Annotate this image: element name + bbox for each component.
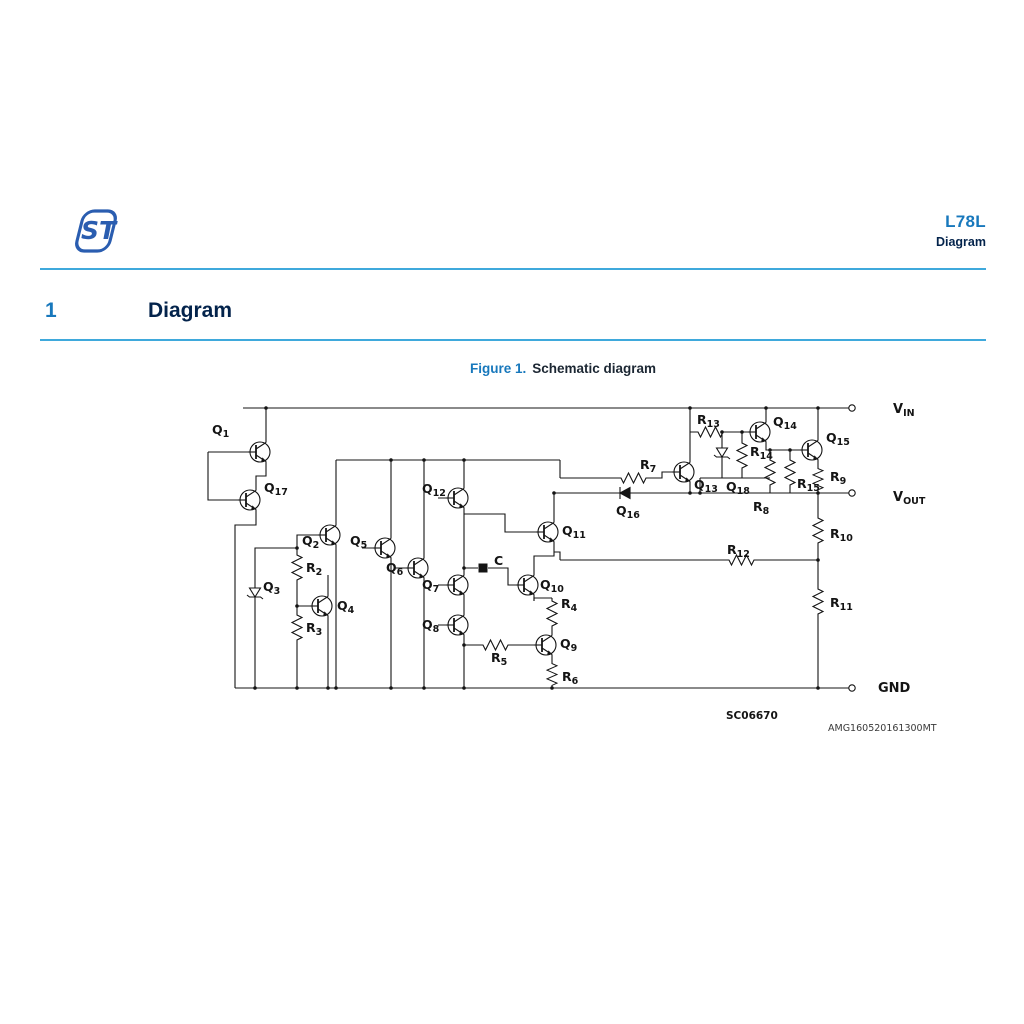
terminal-labels: VIN VOUT GND — [878, 402, 926, 696]
resistor-r3 — [291, 611, 303, 644]
label-q1: Q1 — [212, 422, 229, 440]
header: L78L Diagram — [936, 212, 986, 249]
st-logo-text: ST — [81, 216, 118, 245]
transistor-q1 — [247, 435, 271, 469]
junction-dots — [253, 406, 820, 690]
label-r4: R4 — [561, 596, 578, 614]
label-r9: R9 — [830, 469, 846, 487]
component-labels: Q1 Q17 Q2 Q3 R2 R3 Q4 Q5 Q6 Q12 Q7 C Q8 … — [212, 412, 853, 687]
terminals — [848, 404, 856, 692]
capacitor-c — [478, 563, 488, 573]
label-q15: Q15 — [826, 430, 850, 448]
product-title: L78L — [945, 212, 986, 231]
transistor-q2 — [317, 518, 341, 552]
label-r8: R8 — [753, 499, 770, 517]
label-r7: R7 — [640, 457, 656, 475]
zener-q3 — [246, 579, 264, 606]
gnd-label: GND — [878, 681, 911, 696]
label-q11: Q11 — [562, 523, 586, 541]
resistor-r5 — [479, 639, 512, 651]
label-q12: Q12 — [422, 481, 446, 499]
label-q2: Q2 — [302, 533, 319, 551]
label-q13: Q13 — [694, 477, 718, 495]
label-r13: R13 — [697, 412, 720, 430]
label-q9: Q9 — [560, 636, 577, 654]
label-r15: R15 — [797, 476, 820, 494]
section-number: 1 — [45, 299, 57, 322]
resistor-r10 — [812, 514, 824, 547]
label-r10: R10 — [830, 526, 853, 544]
label-q5: Q5 — [350, 533, 367, 551]
header-subtitle: Diagram — [935, 235, 986, 249]
label-r12: R12 — [727, 542, 750, 560]
vin-label: VIN — [893, 402, 915, 419]
label-q4: Q4 — [337, 598, 355, 616]
label-q14: Q14 — [773, 414, 797, 432]
label-q18: Q18 — [726, 479, 750, 497]
resistor-r7 — [617, 472, 650, 484]
gnd-terminal — [848, 684, 856, 692]
vout-label: VOUT — [893, 490, 926, 507]
section-title: Diagram — [148, 299, 233, 322]
transistor-q4 — [309, 589, 333, 623]
header-divider — [40, 268, 986, 270]
schematic-figure: Q1 Q17 Q2 Q3 R2 R3 Q4 Q5 Q6 Q12 Q7 C Q8 … — [207, 402, 937, 734]
label-r14: R14 — [750, 444, 773, 462]
label-q3: Q3 — [263, 579, 280, 597]
transistor-q9 — [533, 628, 557, 662]
figure-label: Figure 1. — [469, 361, 527, 376]
resistor-r6 — [546, 660, 558, 689]
resistor-r2 — [291, 551, 303, 584]
transistor-q11 — [535, 515, 559, 549]
st-logo: ST — [72, 206, 122, 263]
label-q8: Q8 — [422, 617, 440, 635]
label-q10: Q10 — [540, 577, 564, 595]
vout-terminal — [848, 489, 856, 497]
transistor-q13 — [671, 455, 695, 489]
schematic-ref: AMG160520161300MT — [828, 723, 937, 734]
diode-q16 — [619, 486, 631, 500]
figure-caption: Figure 1. Schematic diagram — [90, 361, 1024, 376]
label-q16: Q16 — [616, 503, 640, 521]
label-q6: Q6 — [386, 560, 404, 578]
transistor-q15 — [799, 433, 823, 467]
resistor-r15 — [784, 456, 796, 489]
schematic-code: SC06670 — [726, 710, 778, 722]
zener-q18 — [713, 439, 731, 466]
resistor-r14 — [736, 439, 748, 472]
label-q7: Q7 — [422, 577, 439, 595]
vin-terminal — [848, 404, 856, 412]
resistor-r11 — [812, 585, 824, 618]
label-c: C — [494, 553, 503, 568]
transistor-q12 — [445, 481, 469, 515]
transistor-q17 — [237, 483, 261, 517]
transistor-q8 — [445, 608, 469, 642]
figure-title: Schematic diagram — [532, 361, 657, 376]
label-r3: R3 — [306, 620, 322, 638]
label-r6: R6 — [562, 669, 579, 687]
section-divider — [40, 339, 986, 341]
transistor-q10 — [515, 568, 539, 602]
resistor-r4 — [546, 597, 558, 630]
st-logo-graphic: ST — [75, 209, 118, 253]
label-q17: Q17 — [264, 480, 288, 498]
transistor-q7 — [445, 568, 469, 602]
label-r2: R2 — [306, 560, 322, 578]
label-r11: R11 — [830, 595, 853, 613]
label-r5: R5 — [491, 650, 507, 668]
